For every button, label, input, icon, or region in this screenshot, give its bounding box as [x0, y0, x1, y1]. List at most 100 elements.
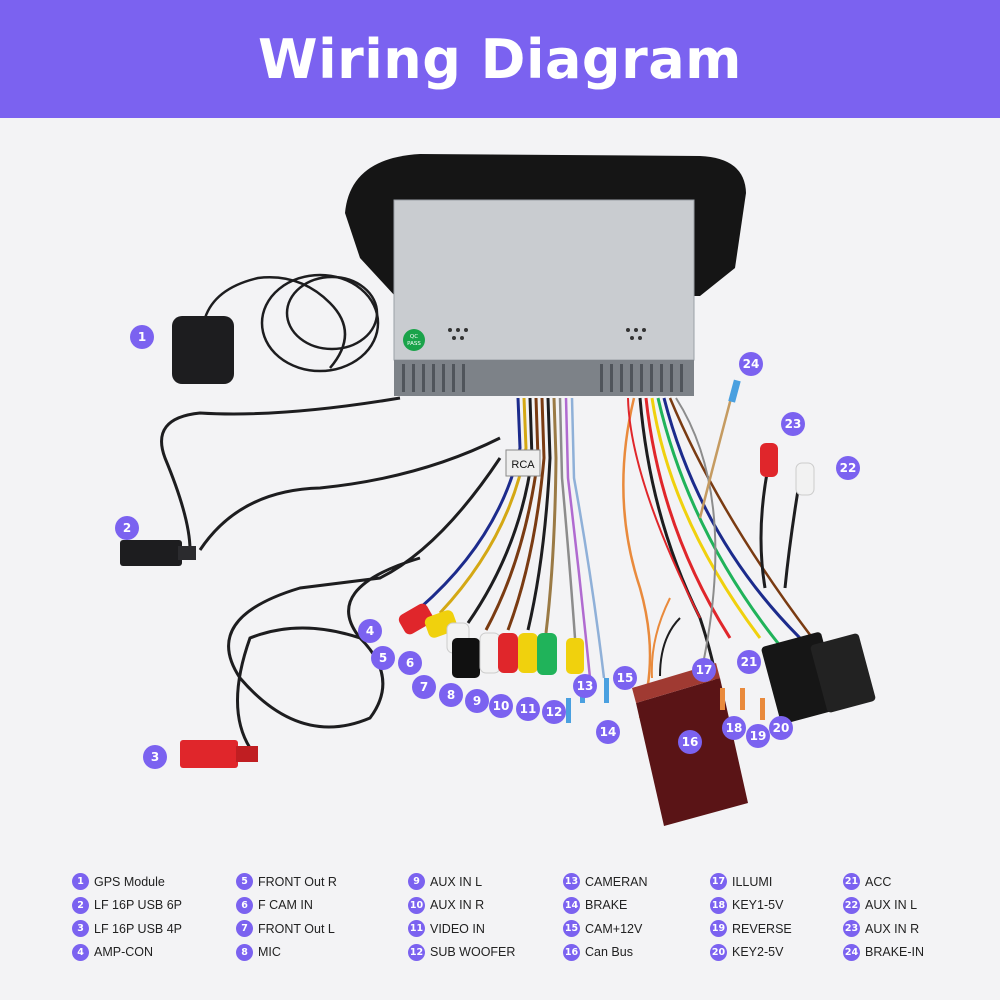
aux-in-r-cable: [759, 457, 772, 589]
legend-number: 11: [408, 920, 425, 938]
legend-label: KEY1-5V: [732, 898, 784, 913]
callout-badge-18: 18: [722, 716, 746, 740]
callout-badge-3: 3: [143, 745, 167, 769]
legend-number: 23: [843, 920, 860, 938]
usb-6p-connector: [120, 540, 182, 566]
callout-badge-8: 8: [439, 683, 463, 707]
legend-item: 1 GPS Module: [72, 870, 182, 894]
callout-badge-16: 16: [678, 730, 702, 754]
legend-item: 7 FRONT Out L: [236, 917, 337, 941]
legend-label: GPS Module: [94, 874, 165, 889]
callout-badge-13: 13: [573, 674, 597, 698]
legend-item: 10 AUX IN R: [408, 894, 515, 918]
legend-label: BRAKE: [585, 898, 628, 913]
legend-number: 20: [710, 943, 727, 961]
gps-module: [172, 273, 380, 384]
legend-column: 13 CAMERAN 14 BRAKE 15 CAM+12V 16 Can Bus: [563, 870, 648, 964]
legend-number: 15: [563, 920, 580, 938]
legend-number: 14: [563, 896, 580, 914]
usb-6p-cable: [160, 396, 401, 551]
iso-connector-block: [761, 632, 876, 724]
qc-text: QC: [410, 334, 418, 340]
head-unit: [345, 154, 746, 396]
legend-number: 7: [236, 920, 253, 938]
legend-number: 6: [236, 896, 253, 914]
legend-item: 23 AUX IN R: [843, 917, 924, 941]
legend-item: 12 SUB WOOFER: [408, 941, 515, 965]
callout-badge-23: 23: [781, 412, 805, 436]
legend-number: 10: [408, 896, 425, 914]
legend-label: AMP-CON: [94, 945, 154, 960]
rca-plugs: [398, 603, 584, 678]
qc-pass-sticker: [403, 329, 425, 351]
legend-item: 14 BRAKE: [563, 894, 648, 918]
legend-item: 22 AUX IN L: [843, 894, 924, 918]
pass-text: PASS: [407, 341, 421, 347]
legend-item: 21 ACC: [843, 870, 924, 894]
legend-label: KEY2-5V: [732, 945, 784, 960]
legend-label: ACC: [865, 874, 892, 889]
legend-number: 12: [408, 943, 425, 961]
legend-number: 9: [408, 873, 425, 891]
legend-number: 1: [72, 873, 89, 891]
legend-number: 16: [563, 943, 580, 961]
legend-label: FRONT Out L: [258, 921, 335, 936]
legend-number: 4: [72, 943, 89, 961]
legend-number: 5: [236, 873, 253, 891]
legend-label: LF 16P USB 4P: [94, 921, 183, 936]
legend-item: 20 KEY2-5V: [710, 941, 792, 965]
diagram-area: QC PASS: [0, 118, 1000, 858]
legend-number: 21: [843, 873, 860, 891]
legend-number: 17: [710, 873, 727, 891]
aux-in-r-plug: [760, 443, 778, 477]
title-banner: Wiring Diagram: [0, 0, 1000, 118]
legend-label: MIC: [258, 945, 281, 960]
callout-badge-20: 20: [769, 716, 793, 740]
callout-badge-1: 1: [130, 325, 154, 349]
callout-badge-5: 5: [371, 646, 395, 670]
brake-in-wire: [698, 382, 737, 519]
legend-label: AUX IN R: [430, 898, 485, 913]
legend-label: AUX IN R: [865, 921, 920, 936]
legend-label: AUX IN L: [865, 898, 918, 913]
callout-badge-15: 15: [613, 666, 637, 690]
callout-badge-7: 7: [412, 675, 436, 699]
rca-tag: RCA: [511, 459, 535, 471]
legend-label: BRAKE-IN: [865, 945, 925, 960]
aux-in-l-cable: [783, 477, 802, 589]
callout-badge-12: 12: [542, 700, 566, 724]
legend-item: 4 AMP-CON: [72, 941, 182, 965]
aux-in-l-plug: [795, 462, 815, 496]
legend-item: 5 FRONT Out R: [236, 870, 337, 894]
rca-harness: [419, 397, 606, 679]
legend-label: FRONT Out R: [258, 874, 337, 889]
legend-number: 22: [843, 896, 860, 914]
callout-badge-2: 2: [115, 516, 139, 540]
callout-badge-9: 9: [465, 689, 489, 713]
legend-label: Can Bus: [585, 945, 633, 960]
wiring-illustration: QC PASS: [120, 154, 876, 826]
legend-label: CAM+12V: [585, 921, 643, 936]
legend-label: CAMERAN: [585, 874, 648, 889]
callout-badge-11: 11: [516, 697, 540, 721]
callout-badge-24: 24: [739, 352, 763, 376]
legend-label: ILLUMI: [732, 874, 773, 889]
legend-label: REVERSE: [732, 921, 792, 936]
legend-item: 13 CAMERAN: [563, 870, 648, 894]
callout-badge-19: 19: [746, 724, 770, 748]
legend-number: 13: [563, 873, 580, 891]
legend-number: 18: [710, 896, 727, 914]
usb-4p-connector: [180, 740, 238, 768]
callout-badge-21: 21: [737, 650, 761, 674]
legend-label: SUB WOOFER: [430, 945, 516, 960]
callout-badge-22: 22: [836, 456, 860, 480]
